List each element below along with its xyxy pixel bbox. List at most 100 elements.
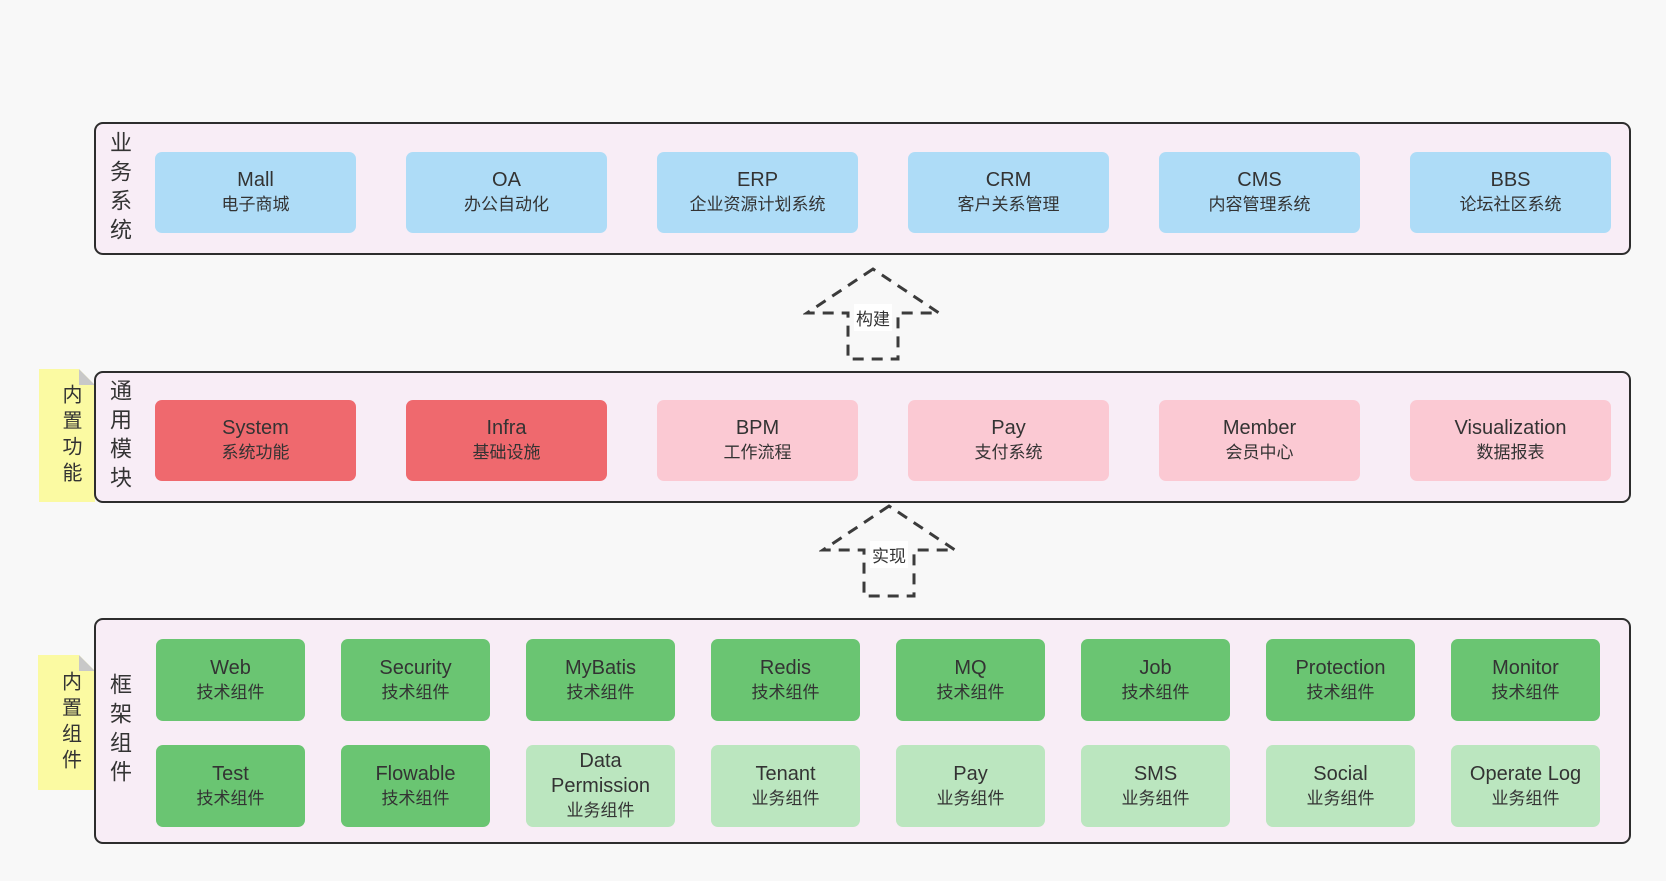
box-test: Test 技术组件 bbox=[156, 745, 305, 827]
box-subtitle: 技术组件 bbox=[566, 682, 635, 702]
box-title: Protection bbox=[1295, 656, 1386, 679]
box-subtitle: 技术组件 bbox=[1121, 682, 1190, 702]
box-title: ERP bbox=[736, 169, 779, 191]
box-title: System bbox=[222, 417, 289, 439]
box-subtitle: 技术组件 bbox=[196, 788, 265, 808]
box-erp: ERP 企业资源计划系统 bbox=[657, 152, 858, 233]
box-crm: CRM 客户关系管理 bbox=[908, 152, 1109, 233]
box-bbs: BBS 论坛社区系统 bbox=[1410, 152, 1611, 233]
arrow-build-label: 构建 bbox=[854, 304, 892, 331]
layer-common-modules-label: 通用模块 bbox=[107, 379, 132, 495]
layer-business-systems: 业务系统 Mall 电子商城 OA 办公自动化 ERP 企业资源计划系统 CRM… bbox=[94, 122, 1631, 255]
box-title: BPM bbox=[735, 417, 780, 439]
box-title: Redis bbox=[759, 656, 812, 679]
box-subtitle: 业务组件 bbox=[936, 788, 1005, 808]
box-visualization: Visualization 数据报表 bbox=[1410, 400, 1611, 481]
layer-side-label-col: 框架组件 bbox=[107, 620, 132, 842]
box-subtitle: 基础设施 bbox=[472, 443, 541, 462]
box-monitor: Monitor 技术组件 bbox=[1451, 639, 1600, 721]
box-infra: Infra 基础设施 bbox=[406, 400, 607, 481]
box-tenant: Tenant 业务组件 bbox=[711, 745, 860, 827]
box-subtitle: 电子商城 bbox=[221, 195, 290, 214]
box-subtitle: 业务组件 bbox=[1121, 788, 1190, 808]
box-row: Mall 电子商城 OA 办公自动化 ERP 企业资源计划系统 CRM 客户关系… bbox=[155, 152, 1611, 233]
box-flowable: Flowable 技术组件 bbox=[341, 745, 490, 827]
box-subtitle: 技术组件 bbox=[1306, 682, 1375, 702]
box-protection: Protection 技术组件 bbox=[1266, 639, 1415, 721]
box-redis: Redis 技术组件 bbox=[711, 639, 860, 721]
box-sms: SMS 业务组件 bbox=[1081, 745, 1230, 827]
box-bpm: BPM 工作流程 bbox=[657, 400, 858, 481]
box-title: SMS bbox=[1133, 762, 1178, 785]
tag-built-in-components-label: 内置组件 bbox=[58, 670, 81, 775]
box-title: Test bbox=[212, 762, 249, 785]
box-title: Mall bbox=[237, 169, 274, 191]
layer-side-label-col: 通用模块 bbox=[107, 373, 132, 501]
box-subtitle: 技术组件 bbox=[381, 788, 450, 808]
box-social: Social 业务组件 bbox=[1266, 745, 1415, 827]
box-title: MyBatis bbox=[564, 656, 637, 679]
box-security: Security 技术组件 bbox=[341, 639, 490, 721]
box-mall: Mall 电子商城 bbox=[155, 152, 356, 233]
box-subtitle: 技术组件 bbox=[1491, 682, 1560, 702]
box-subtitle: 技术组件 bbox=[196, 682, 265, 702]
box-pay-module: Pay 支付系统 bbox=[908, 400, 1109, 481]
box-title: Flowable bbox=[375, 762, 456, 785]
arrow-implement-label: 实现 bbox=[870, 541, 908, 568]
box-pay-component: Pay 业务组件 bbox=[896, 745, 1045, 827]
folded-corner-icon bbox=[79, 655, 95, 671]
box-oa: OA 办公自动化 bbox=[406, 152, 607, 233]
box-subtitle: 业务组件 bbox=[1306, 788, 1375, 808]
tag-built-in-components: 内置组件 bbox=[38, 655, 95, 790]
layer-framework-components-label: 框架组件 bbox=[107, 673, 132, 789]
box-subtitle: 技术组件 bbox=[381, 682, 450, 702]
box-row: Web 技术组件 Security 技术组件 MyBatis 技术组件 Redi… bbox=[156, 639, 1600, 721]
box-title: CRM bbox=[985, 169, 1032, 191]
box-job: Job 技术组件 bbox=[1081, 639, 1230, 721]
box-title: Pay bbox=[953, 762, 988, 785]
box-web: Web 技术组件 bbox=[156, 639, 305, 721]
box-title: Tenant bbox=[755, 762, 816, 785]
layer-framework-components: 框架组件 Web 技术组件 Security 技术组件 MyBatis 技术组件… bbox=[94, 618, 1631, 844]
box-subtitle: 业务组件 bbox=[566, 801, 635, 820]
box-subtitle: 企业资源计划系统 bbox=[689, 195, 826, 214]
box-title: Visualization bbox=[1454, 417, 1567, 439]
box-subtitle: 技术组件 bbox=[751, 682, 820, 702]
box-row: Test 技术组件 Flowable 技术组件 Data Permission … bbox=[156, 745, 1600, 827]
box-member: Member 会员中心 bbox=[1159, 400, 1360, 481]
layer-side-label-col: 业务系统 bbox=[107, 124, 132, 253]
layer-common-modules: 通用模块 System 系统功能 Infra 基础设施 BPM 工作流程 Pay… bbox=[94, 371, 1631, 503]
box-title: Security bbox=[379, 656, 452, 679]
box-mybatis: MyBatis 技术组件 bbox=[526, 639, 675, 721]
box-title: CMS bbox=[1237, 169, 1282, 191]
box-subtitle: 数据报表 bbox=[1476, 443, 1545, 462]
arrow-build: 构建 bbox=[803, 266, 943, 362]
box-cms: CMS 内容管理系统 bbox=[1159, 152, 1360, 233]
box-title: Web bbox=[210, 656, 251, 679]
up-arrow-icon bbox=[803, 267, 943, 361]
box-title: BBS bbox=[1490, 169, 1531, 191]
box-subtitle: 技术组件 bbox=[936, 682, 1005, 702]
box-subtitle: 内容管理系统 bbox=[1208, 195, 1311, 214]
box-title: Monitor bbox=[1492, 656, 1559, 679]
box-title: Infra bbox=[486, 417, 527, 439]
tag-built-in-features: 内置功能 bbox=[39, 369, 95, 502]
box-subtitle: 业务组件 bbox=[1491, 788, 1560, 808]
tag-built-in-features-label: 内置功能 bbox=[59, 383, 81, 488]
folded-corner-icon bbox=[79, 369, 95, 385]
box-subtitle: 客户关系管理 bbox=[957, 195, 1060, 214]
box-data-permission: Data Permission 业务组件 bbox=[526, 745, 675, 827]
box-mq: MQ 技术组件 bbox=[896, 639, 1045, 721]
box-subtitle: 论坛社区系统 bbox=[1459, 195, 1562, 214]
box-system: System 系统功能 bbox=[155, 400, 356, 481]
box-subtitle: 会员中心 bbox=[1225, 443, 1294, 462]
box-title: Pay bbox=[991, 417, 1026, 439]
box-subtitle: 办公自动化 bbox=[464, 195, 549, 214]
box-title: OA bbox=[492, 169, 521, 191]
box-title: Job bbox=[1139, 656, 1172, 679]
box-title: Social bbox=[1313, 762, 1368, 785]
box-title: MQ bbox=[954, 656, 987, 679]
box-subtitle: 业务组件 bbox=[751, 788, 820, 808]
layer-business-systems-label: 业务系统 bbox=[107, 130, 132, 247]
